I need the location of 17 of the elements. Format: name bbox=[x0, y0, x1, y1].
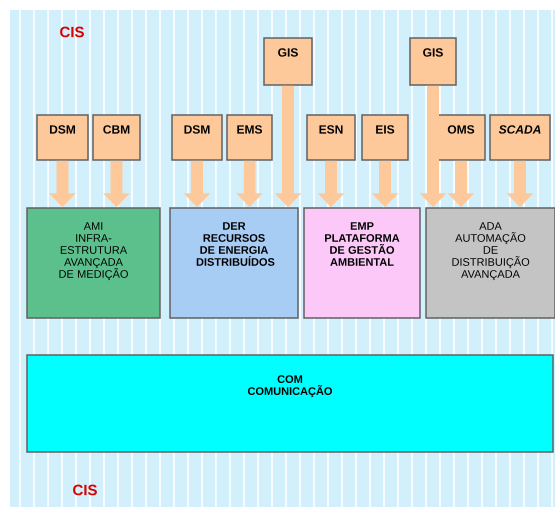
system-box: DSM bbox=[171, 114, 223, 161]
system-box: EMS bbox=[226, 114, 273, 161]
domain-box: EMP PLATAFORMA DE GESTÃO AMBIENTAL bbox=[303, 207, 421, 319]
domain-box: AMI INFRA- ESTRUTURA AVANÇADA DE MEDIÇÃO bbox=[26, 207, 161, 319]
system-box: SCADA bbox=[489, 114, 551, 161]
system-box: DSM bbox=[36, 114, 89, 161]
system-box: GIS bbox=[409, 37, 457, 86]
layer-box: COM COMUNICAÇÃO bbox=[26, 354, 554, 453]
system-box: GIS bbox=[263, 37, 313, 86]
system-box: ESN bbox=[306, 114, 356, 161]
system-box: OMS bbox=[436, 114, 486, 161]
domain-box: ADA AUTOMAÇÃO DE DISTRIBUIÇÃO AVANÇADA bbox=[425, 207, 555, 319]
domain-box: DER RECURSOS DE ENERGIA DISTRIBUÍDOS bbox=[169, 207, 299, 319]
system-label: CIS bbox=[73, 484, 97, 496]
system-label: CIS bbox=[60, 26, 84, 38]
system-box: EIS bbox=[361, 114, 409, 161]
system-box: CBM bbox=[92, 114, 141, 161]
